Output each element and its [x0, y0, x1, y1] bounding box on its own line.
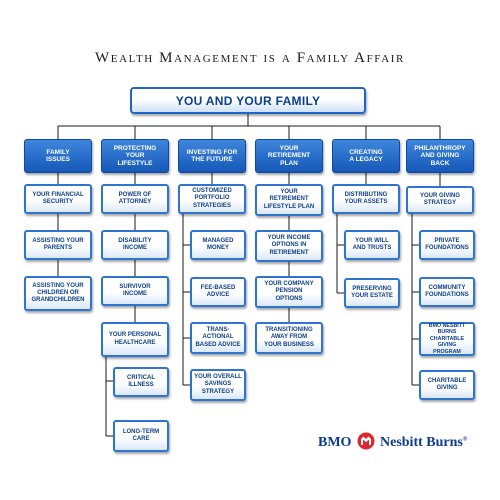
- node-long-term-care: LONG-TERM CARE: [113, 420, 169, 452]
- node-income-options: YOUR INCOME OPTIONS IN RETIREMENT: [255, 230, 323, 262]
- node-disability-income: DISABILITY INCOME: [101, 230, 169, 260]
- node-preserving-estate: PRESERVING YOUR ESTATE: [344, 278, 400, 308]
- node-critical-illness: CRITICAL ILLNESS: [113, 367, 169, 397]
- node-charitable-giving: CHARITABLE GIVING: [419, 370, 475, 400]
- node-assisting-children: ASSISTING YOUR CHILDREN OR GRANDCHILDREN: [24, 276, 92, 311]
- node-power-of-attorney: POWER OF ATTORNEY: [101, 184, 169, 214]
- node-assisting-parents: ASSISTING YOUR PARENTS: [24, 230, 92, 260]
- root-node: YOU AND YOUR FAMILY: [130, 87, 366, 114]
- node-survivor-income: SURVIVOR INCOME: [101, 276, 169, 306]
- logo-bmo-text: BMO: [318, 435, 352, 450]
- node-managed-money: MANAGED MONEY: [190, 230, 246, 260]
- node-giving-strategy: YOUR GIVING STRATEGY: [406, 186, 474, 214]
- node-fee-based-advice: FEE-BASED ADVICE: [190, 277, 246, 307]
- category-creating-legacy: CREATING A LEGACY: [332, 139, 400, 173]
- node-customized-portfolio: CUSTOMIZED PORTFOLIO STRATEGIES: [178, 184, 246, 214]
- bmo-nesbitt-burns-logo: BMO Nesbitt Burns®: [318, 432, 468, 454]
- node-charitable-giving-program: BMO NESBITT BURNS CHARITABLE GIVING PROG…: [419, 322, 475, 356]
- node-transitioning-business: TRANSITIONING AWAY FROM YOUR BUSINESS: [255, 322, 323, 354]
- category-retirement-plan: YOUR RETIREMENT PLAN: [255, 139, 323, 173]
- node-distributing-assets: DISTRIBUTING YOUR ASSETS: [332, 184, 400, 214]
- node-transactional-advice: TRANS- ACTIONAL BASED ADVICE: [190, 322, 246, 354]
- node-company-pension: YOUR COMPANY PENSION OPTIONS: [255, 276, 323, 308]
- node-overall-savings: YOUR OVERALL SAVINGS STRATEGY: [190, 369, 246, 401]
- category-protecting-lifestyle: PROTECTING YOUR LIFESTYLE: [101, 139, 169, 173]
- category-philanthropy: PHILANTHROPY AND GIVING BACK: [406, 139, 474, 173]
- page-title: Wealth Management is a Family Affair: [95, 50, 405, 66]
- node-community-foundations: COMMUNITY FOUNDATIONS: [419, 277, 475, 307]
- node-financial-security: YOUR FINANCIAL SECURITY: [24, 184, 92, 214]
- node-private-foundations: PRIVATE FOUNDATIONS: [419, 230, 475, 260]
- node-personal-healthcare: YOUR PERSONAL HEALTHCARE: [101, 322, 169, 357]
- category-investing-future: INVESTING FOR THE FUTURE: [178, 139, 246, 173]
- logo-brand-text: Nesbitt Burns®: [380, 435, 468, 450]
- node-retirement-lifestyle: YOUR RETIREMENT LIFESTYLE PLAN: [255, 184, 323, 216]
- category-family-issues: FAMILY ISSUES: [24, 139, 92, 173]
- node-will-and-trusts: YOUR WILL AND TRUSTS: [344, 230, 400, 260]
- bmo-roundel-icon: [357, 432, 375, 450]
